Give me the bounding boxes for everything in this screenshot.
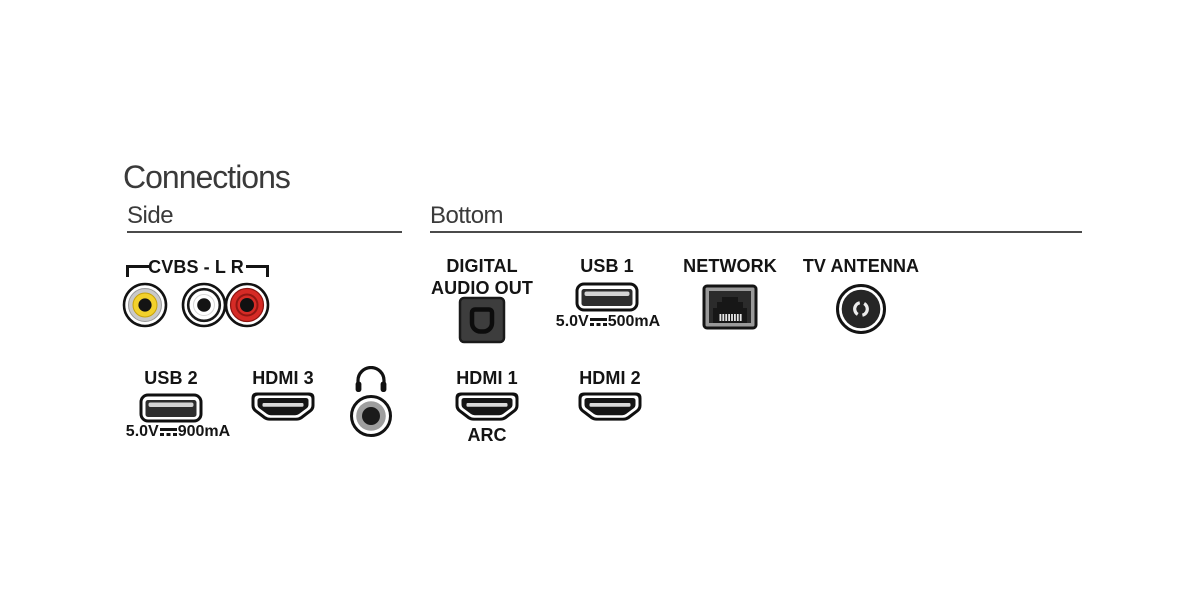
rca-cvbs-yellow-icon (122, 282, 168, 328)
hdmi3-port-icon (249, 390, 317, 426)
hdmi1-port-icon (453, 390, 521, 426)
page-title: Connections (123, 159, 291, 195)
digital-audio-out-label-line1: DIGITAL (446, 256, 518, 276)
usb1-spec-voltage: 5.0V (555, 313, 589, 330)
usb1-spec-current: 500mA (607, 313, 661, 330)
tv-antenna-coax-icon (835, 283, 887, 335)
rca-audio-right-red-icon (224, 282, 270, 328)
dc-current-icon (589, 317, 607, 328)
hdmi3-label: HDMI 3 (252, 368, 314, 388)
rca-audio-left-white-icon (181, 282, 227, 328)
usb1-label: USB 1 (580, 256, 634, 276)
side-section-divider (127, 231, 402, 233)
cvbs-group-bracket-right (246, 265, 269, 277)
dc-current-icon (159, 427, 177, 438)
usb2-power-spec: 5.0V 900mA (103, 424, 253, 440)
usb1-power-spec: 5.0V 500mA (533, 314, 683, 330)
usb2-port-icon (139, 393, 203, 423)
cvbs-label: CVBS - L R (148, 257, 244, 277)
network-label: NETWORK (683, 256, 777, 276)
usb2-label: USB 2 (144, 368, 198, 388)
tv-antenna-label: TV ANTENNA (802, 256, 920, 276)
digital-audio-out-label-line2: AUDIO OUT (431, 278, 533, 298)
usb1-port-icon (575, 282, 639, 312)
section-heading-bottom: Bottom (430, 202, 504, 229)
hdmi1-arc-sublabel: ARC (467, 425, 507, 445)
bottom-section-divider (430, 231, 1082, 233)
hdmi2-label: HDMI 2 (579, 368, 641, 388)
hdmi1-label: HDMI 1 (456, 368, 518, 388)
cvbs-group-bracket-left (126, 265, 149, 277)
headphones-icon (353, 366, 389, 394)
usb2-spec-current: 900mA (177, 423, 231, 440)
section-heading-side: Side (127, 202, 174, 229)
network-ethernet-port-icon (702, 284, 758, 330)
headphone-jack-icon (349, 394, 393, 438)
hdmi2-port-icon (576, 390, 644, 426)
usb2-spec-voltage: 5.0V (125, 423, 159, 440)
digital-audio-out-toslink-icon (458, 296, 506, 344)
